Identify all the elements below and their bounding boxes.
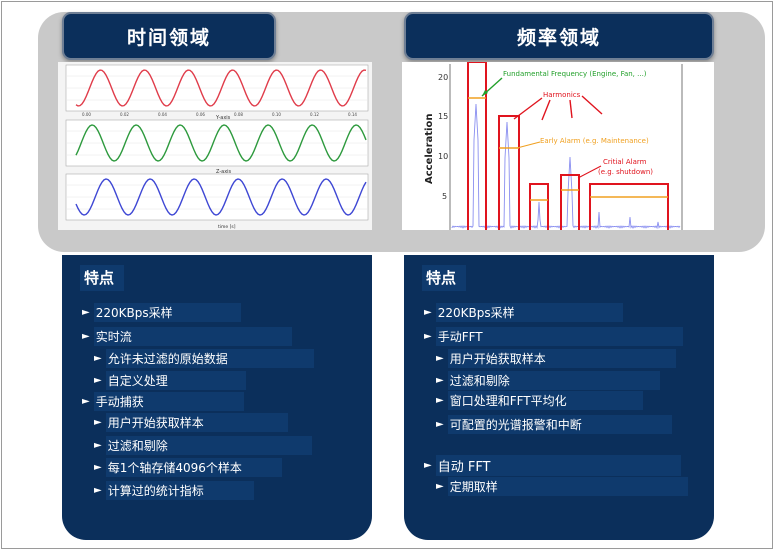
bullet-arrow-icon: ► (436, 353, 444, 364)
y-tick-label: 10 (438, 152, 448, 161)
bullet-arrow-icon: ► (94, 462, 102, 473)
feature-subitem: ►每1个轴存储4096个样本 (94, 458, 282, 477)
bullet-arrow-icon: ► (436, 481, 444, 492)
y-tick-label: 15 (438, 112, 448, 121)
harmonic-alarm-box-2 (529, 183, 549, 230)
bullet-arrow-icon: ► (94, 440, 102, 451)
time-domain-svg: 0.00 0.02 0.04 0.06 0.08 0.10 0.12 0.14 … (58, 62, 372, 230)
early-alarm-label: Early Alarm (e.g. Maintenance) (540, 137, 649, 145)
critical-alarm-sublabel: (e.g. shutdown) (598, 168, 653, 176)
tick-label: 0.08 (234, 112, 243, 117)
feature-subitem: ►自定义处理 (94, 371, 246, 390)
spectrum-trace (451, 103, 681, 230)
feature-subitem: ►窗口处理和FFT平均化 (436, 391, 643, 410)
x-axis-waveform (75, 69, 367, 107)
time-domain-features-panel: 特点 ►220KBps采样 ►实时流 ►允许未过滤的原始数据 ►自定义处理 ►手… (62, 255, 372, 540)
tick-label: 0.12 (310, 112, 319, 117)
fundamental-arrowhead (482, 90, 488, 96)
feature-subitem: ►用户开始获取样本 (436, 349, 676, 368)
bullet-arrow-icon: ► (436, 375, 444, 386)
frequency-spectrum-plot: 20 15 10 5 Acceleration Fundamental Freq… (402, 62, 714, 230)
feature-subitem: ►过滤和剔除 (436, 371, 660, 390)
fundamental-alarm-box (467, 62, 487, 230)
tick-label: 0.02 (120, 112, 129, 117)
bullet-arrow-icon: ► (424, 460, 432, 471)
tick-label: 0.06 (196, 112, 205, 117)
feature-item: ►220KBps采样 (424, 303, 623, 322)
broadband-alarm-box (589, 183, 669, 230)
bullet-arrow-icon: ► (424, 307, 432, 318)
bullet-arrow-icon: ► (436, 395, 444, 406)
bullet-arrow-icon: ► (94, 353, 102, 364)
tick-label: 0.00 (82, 112, 91, 117)
bullet-arrow-icon: ► (82, 307, 90, 318)
bullet-arrow-icon: ► (94, 375, 102, 386)
early-alarm-pointer (516, 141, 541, 149)
time-domain-plots: 0.00 0.02 0.04 0.06 0.08 0.10 0.12 0.14 … (58, 62, 372, 230)
time-domain-title-box: 时间领域 (62, 12, 276, 60)
y-axis-waveform (75, 124, 367, 162)
bullet-arrow-icon: ► (436, 419, 444, 430)
harmonic-alarm-box-1 (498, 115, 520, 230)
feature-subitem: ►计算过的统计指标 (94, 481, 254, 500)
feature-subitem: ►可配置的光谱报警和中断 (436, 415, 672, 434)
spectrum-svg: 20 15 10 5 Acceleration Fundamental Freq… (402, 62, 714, 230)
feature-subitem: ►用户开始获取样本 (94, 413, 288, 432)
feature-subitem: ►过滤和剔除 (94, 436, 312, 455)
frequency-domain-features-title: 特点 (422, 265, 467, 291)
acceleration-axis-label: Acceleration (424, 114, 435, 184)
frequency-domain-title: 频率领域 (516, 26, 601, 49)
feature-subitem: ►定期取样 (436, 477, 688, 496)
z-axis-plot-title: Z-axis (216, 169, 232, 175)
feature-item: ►手动捕获 (82, 392, 244, 411)
critical-alarm-pointer (577, 165, 602, 179)
tick-label: 0.14 (348, 112, 357, 117)
harmonics-label: Harmonics (543, 91, 581, 99)
z-axis-waveform (75, 178, 367, 216)
time-domain-title: 时间领域 (126, 26, 211, 49)
bullet-arrow-icon: ► (424, 331, 432, 342)
tick-label: 0.10 (272, 112, 281, 117)
time-axis-label: time [s] (218, 224, 236, 230)
y-tick-label: 5 (442, 192, 447, 201)
harmonics-arrows (513, 95, 603, 121)
frequency-domain-features-panel: 特点 ►220KBps采样 ►手动FFT ►用户开始获取样本 ►过滤和剔除 ►窗… (404, 255, 714, 540)
tick-label: 0.04 (158, 112, 167, 117)
time-domain-features-title: 特点 (80, 265, 125, 291)
feature-item: ►自动 FFT (424, 455, 681, 476)
frequency-domain-title-box: 频率领域 (404, 12, 714, 60)
bullet-arrow-icon: ► (82, 331, 90, 342)
y-axis-plot-title: Y-axis (215, 115, 231, 121)
bullet-arrow-icon: ► (94, 417, 102, 428)
feature-item: ►220KBps采样 (82, 303, 241, 322)
fundamental-frequency-label: Fundamental Frequency (Engine, Fan, ...) (503, 70, 647, 78)
bullet-arrow-icon: ► (82, 396, 90, 407)
feature-item: ►手动FFT (424, 327, 683, 346)
y-tick-label: 20 (438, 73, 448, 82)
feature-subitem: ►允许未过滤的原始数据 (94, 349, 314, 368)
feature-item: ►实时流 (82, 327, 292, 346)
critical-alarm-label: Critial Alarm (603, 158, 647, 166)
bullet-arrow-icon: ► (94, 485, 102, 496)
harmonic-alarm-box-3 (560, 174, 580, 230)
